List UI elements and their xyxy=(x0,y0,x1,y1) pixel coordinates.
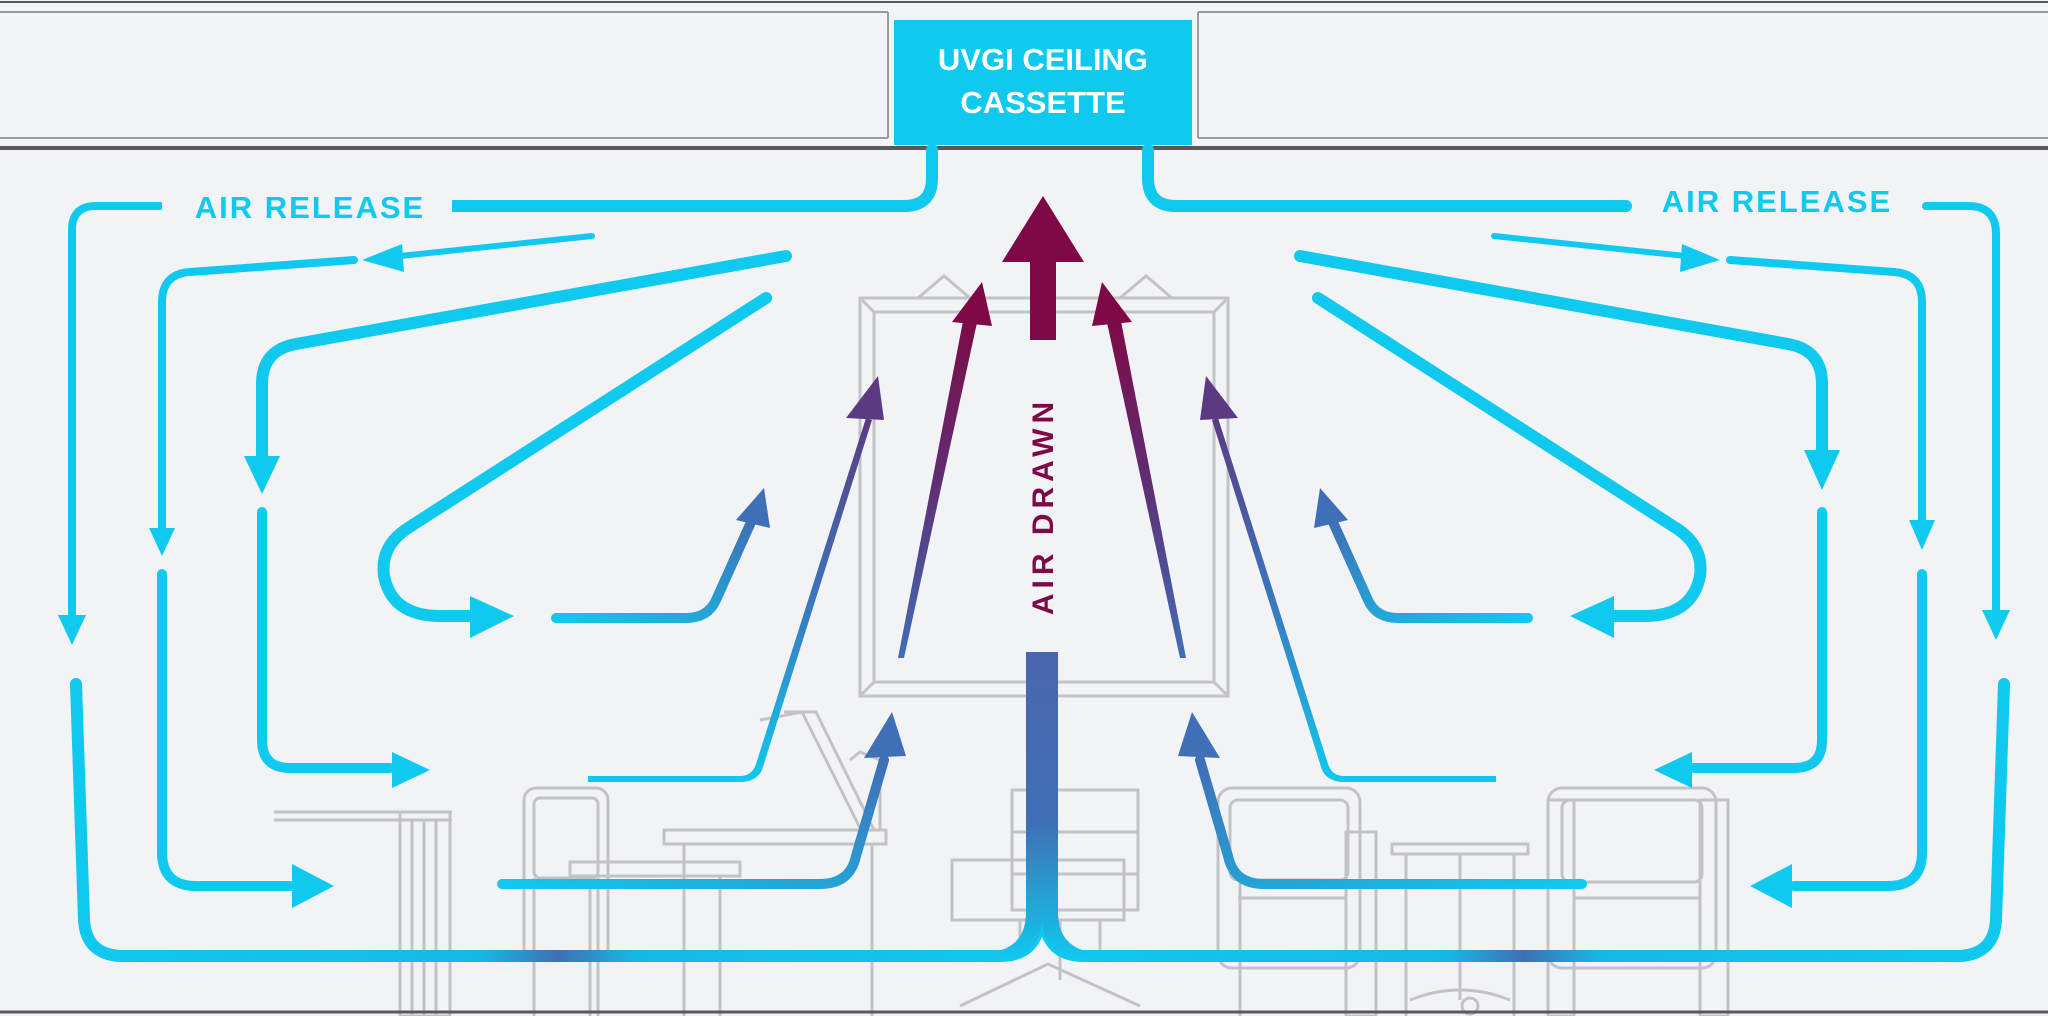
central-stem xyxy=(994,652,1090,960)
cassette-label-line1: UVGI CEILING xyxy=(938,42,1148,77)
left-desk xyxy=(274,810,452,1016)
right-small-table xyxy=(1390,842,1530,1016)
ceiling xyxy=(0,1,2048,150)
right-arrow-left-e xyxy=(1654,752,1692,788)
right-discharge-loop xyxy=(1922,202,2000,616)
left-arrow-right-e xyxy=(392,752,430,788)
left-arrow-right-d xyxy=(470,596,514,638)
left-arrow-down-outer xyxy=(58,615,86,645)
left-arrow-right-f xyxy=(292,864,334,908)
left-under-table-flow xyxy=(497,755,889,889)
right-chair-2 xyxy=(1546,786,1730,1016)
right-short-line xyxy=(1491,233,1689,259)
left-arrow-down-c xyxy=(244,456,280,494)
right-maroon-flow xyxy=(1106,316,1186,658)
left-path-f xyxy=(157,569,295,891)
left-long-purple-flow xyxy=(588,418,872,782)
right-arrow-down-outer xyxy=(1982,610,2010,640)
left-small-return xyxy=(551,515,757,623)
air-drawn-label: AIR DRAWN xyxy=(1027,397,1060,615)
air-release-right-label-bg xyxy=(1632,180,1922,224)
right-path-e xyxy=(1689,507,1827,773)
left-short-arrow xyxy=(362,244,404,272)
room-furniture xyxy=(274,274,1730,1016)
right-chair-1 xyxy=(1216,786,1378,1016)
diagram-labels: AIR RELEASE AIR RELEASE AIR DRAWN xyxy=(162,180,1922,615)
left-discharge-loop xyxy=(68,202,164,624)
right-arrow-left-d xyxy=(1570,596,1614,638)
left-path-b xyxy=(158,256,358,534)
air-release-right-label: AIR RELEASE xyxy=(1662,184,1892,219)
left-path-c xyxy=(256,250,792,466)
right-small-return-arrowhead xyxy=(1314,488,1348,528)
left-short-line xyxy=(397,233,595,259)
right-arrow-down-c xyxy=(1804,450,1840,490)
left-under-table-arrowhead xyxy=(864,712,906,758)
left-small-return-arrowhead xyxy=(736,488,770,528)
right-discharge-path xyxy=(1142,144,1632,212)
central-arrowhead xyxy=(1002,196,1084,262)
left-armchair xyxy=(522,786,610,1016)
right-path-b xyxy=(1726,256,1926,524)
left-maroon-arrowhead xyxy=(952,282,992,326)
left-arrow-down-b xyxy=(149,528,175,556)
central-upper-bar xyxy=(1030,256,1056,340)
right-maroon-arrowhead xyxy=(1092,282,1132,326)
air-release-left-label: AIR RELEASE xyxy=(195,190,425,225)
left-path-d xyxy=(377,292,772,622)
right-under-table-flow xyxy=(1195,755,1587,889)
right-long-purple-flow xyxy=(1212,418,1496,782)
right-short-arrow xyxy=(1680,244,1720,272)
right-small-return xyxy=(1327,515,1533,623)
left-path-e xyxy=(257,507,395,773)
air-release-left-label-bg xyxy=(162,186,452,230)
left-long-purple-arrowhead xyxy=(846,376,884,420)
left-discharge-path xyxy=(448,144,938,212)
left-maroon-flow xyxy=(898,316,978,658)
right-path-d xyxy=(1312,292,1707,622)
right-arrow-left-f xyxy=(1750,864,1792,908)
right-path-c xyxy=(1294,250,1828,458)
right-long-purple-arrowhead xyxy=(1200,376,1238,420)
right-under-table-arrowhead xyxy=(1178,712,1220,758)
right-arrow-down-b xyxy=(1909,520,1935,550)
left-table xyxy=(568,710,888,1016)
uvgi-ceiling-cassette: UVGI CEILING CASSETTE xyxy=(894,20,1192,145)
cassette-label-line2: CASSETTE xyxy=(960,85,1125,120)
right-path-f xyxy=(1789,569,1927,891)
air-drawn-flows xyxy=(551,196,1533,960)
